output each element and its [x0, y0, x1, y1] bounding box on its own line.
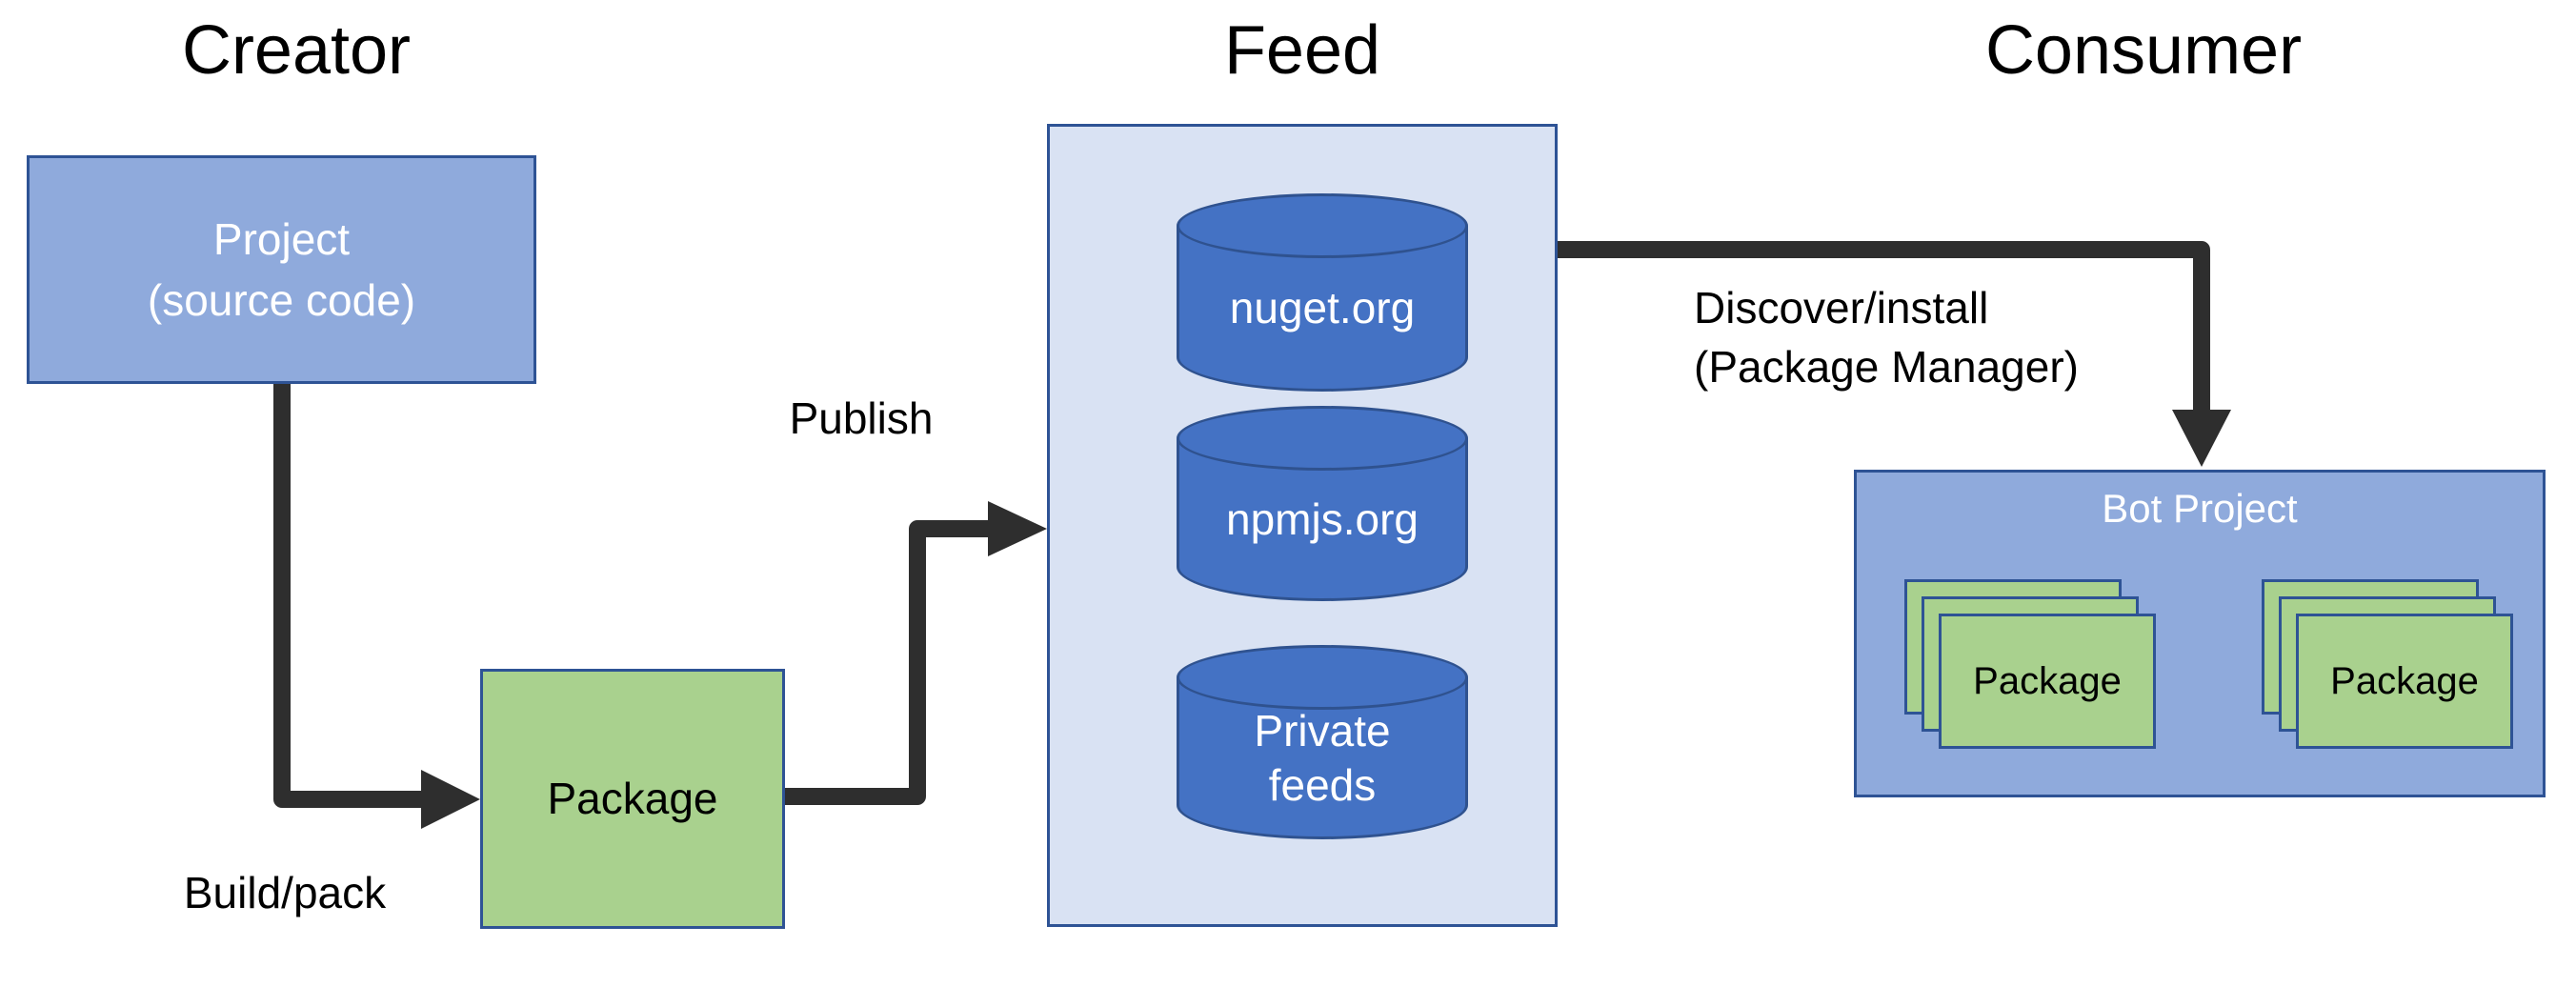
discover-install-arrow-label: Discover/install (Package Manager): [1694, 283, 2079, 393]
bot-project-box: Bot Project Package Package: [1854, 470, 2546, 797]
package-box: Package: [480, 669, 785, 929]
cylinder-top-ellipse: [1177, 406, 1468, 471]
build-pack-arrow-label: Build/pack: [183, 868, 387, 917]
bot-project-label: Bot Project: [2102, 486, 2298, 531]
consumer-section-title: Consumer: [1984, 12, 2303, 89]
project-source-code-box: Project (source code): [27, 155, 536, 384]
private-feeds-label: Private feeds: [1254, 705, 1391, 811]
private-feeds-cylinder: Private feeds: [1177, 645, 1468, 839]
creator-section-title: Creator: [181, 12, 412, 89]
feed-container: nuget.org npmjs.org Private feeds: [1047, 124, 1558, 927]
package-stack-left: Package: [1939, 614, 2156, 749]
package-box-label: Package: [547, 774, 718, 824]
build-pack-arrow: [273, 384, 480, 829]
cylinder-top-ellipse: [1177, 645, 1468, 710]
discover-install-arrow: [1558, 241, 2231, 467]
npmjs-org-label: npmjs.org: [1226, 494, 1419, 544]
project-box-label: Project (source code): [147, 213, 416, 325]
nuget-org-label: nuget.org: [1229, 283, 1416, 333]
npmjs-org-cylinder: npmjs.org: [1177, 406, 1468, 601]
cylinder-top-ellipse: [1177, 193, 1468, 258]
package-stack-right: Package: [2296, 614, 2513, 749]
publish-arrow-label: Publish: [789, 393, 934, 443]
feed-section-title: Feed: [1223, 12, 1381, 89]
publish-arrow: [785, 501, 1047, 805]
nuget-org-cylinder: nuget.org: [1177, 193, 1468, 392]
